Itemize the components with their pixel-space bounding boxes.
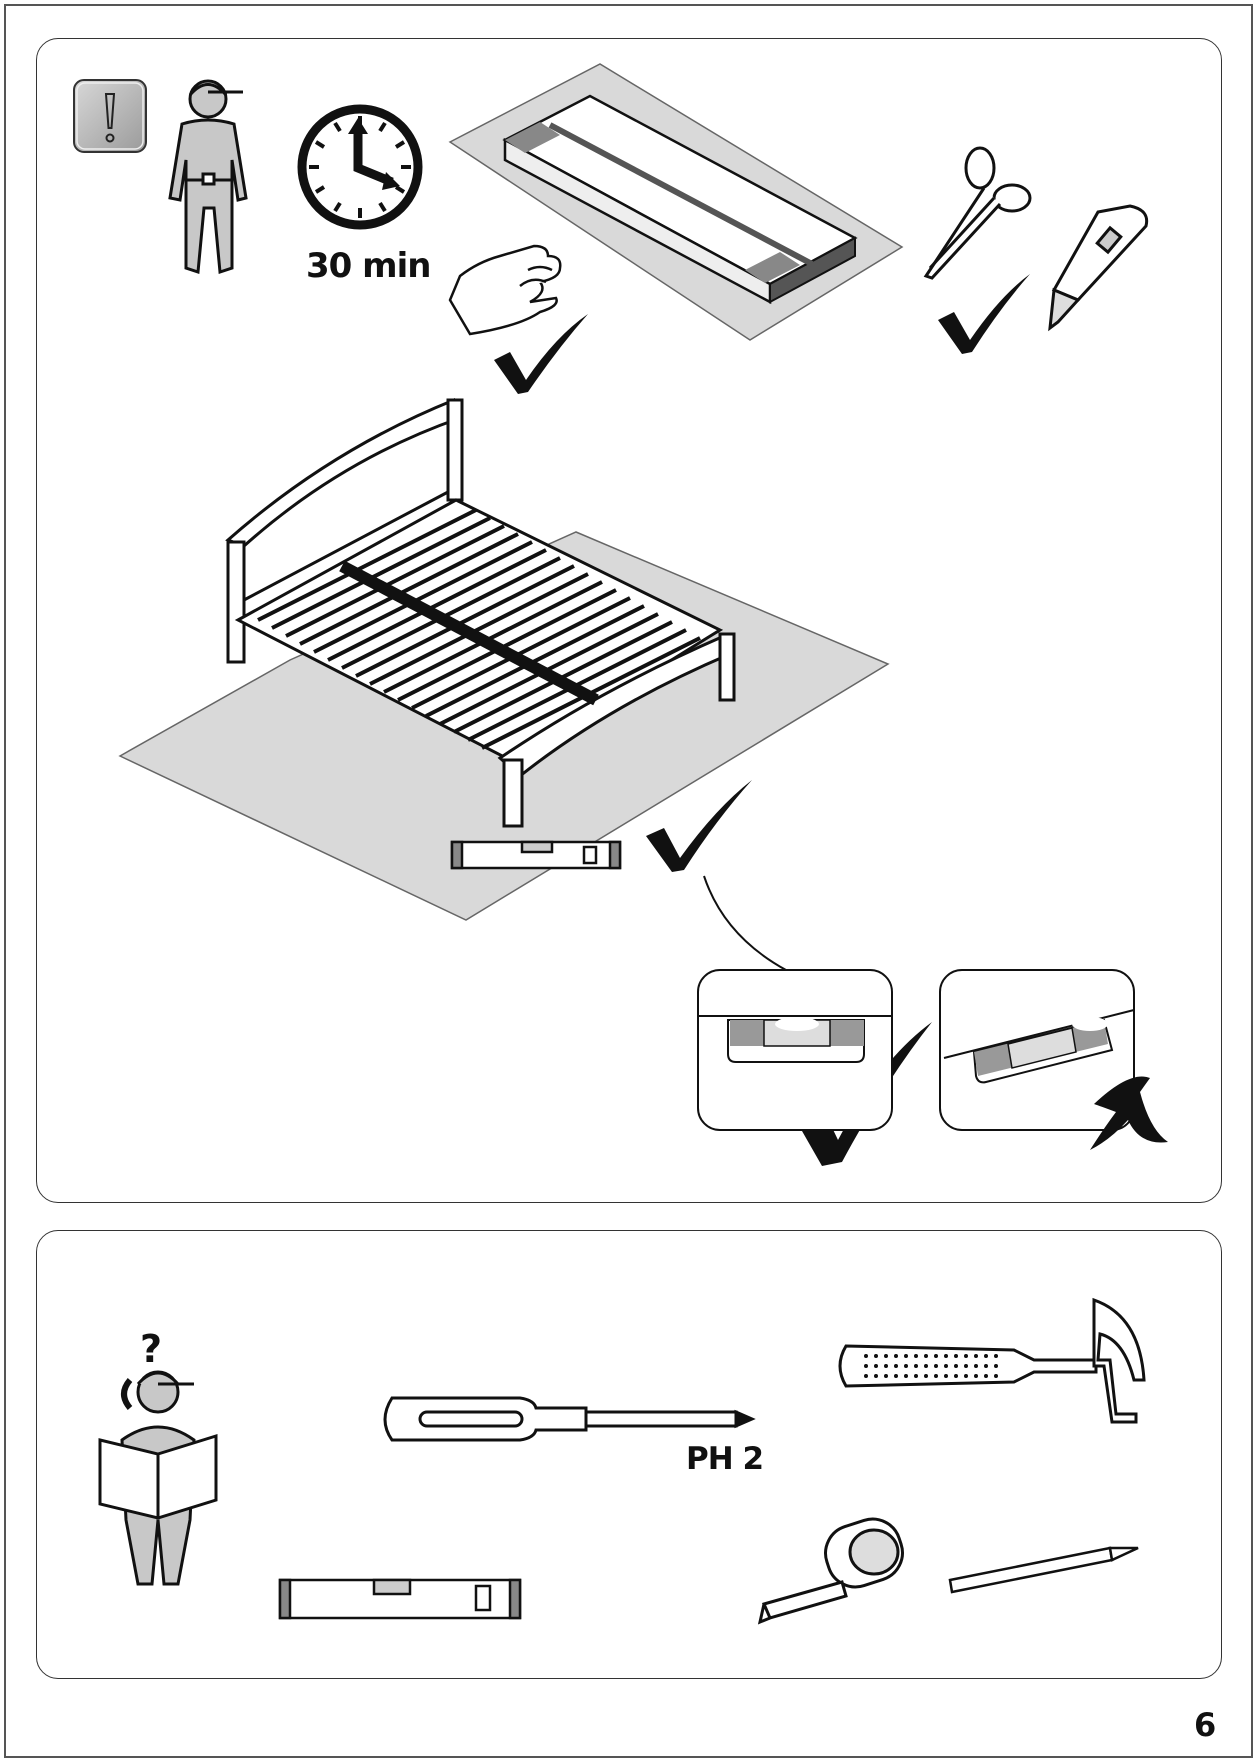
one-person-icon xyxy=(168,79,248,275)
utility-knife-icon xyxy=(1048,204,1149,332)
clock-icon xyxy=(297,104,423,230)
screwdriver-icon xyxy=(383,1396,756,1442)
assembly-time-label: 30 min xyxy=(306,246,431,286)
page-number: 6 xyxy=(1194,1706,1217,1744)
pencil-icon xyxy=(948,1546,1139,1594)
tools-panel xyxy=(36,1230,1222,1679)
spirit-level-tool-icon xyxy=(278,1578,522,1620)
scissors-icon xyxy=(923,146,1032,280)
spirit-level-icon xyxy=(450,840,622,870)
hand-icon xyxy=(448,244,562,336)
help-person-icon: ? xyxy=(98,1327,218,1586)
level-detail-incorrect xyxy=(939,969,1168,1150)
cross-icon xyxy=(1090,1076,1168,1150)
level-detail-correct xyxy=(697,969,893,1131)
page-frame xyxy=(4,4,1253,1758)
screwdriver-size-label: PH 2 xyxy=(686,1441,764,1477)
bed-frame-icon xyxy=(118,398,890,921)
hammer-icon xyxy=(838,1297,1146,1424)
packed-box-icon xyxy=(448,63,904,341)
warning-icon xyxy=(73,79,147,153)
svg-text:?: ? xyxy=(140,1327,162,1371)
tape-measure-icon xyxy=(757,1517,904,1625)
